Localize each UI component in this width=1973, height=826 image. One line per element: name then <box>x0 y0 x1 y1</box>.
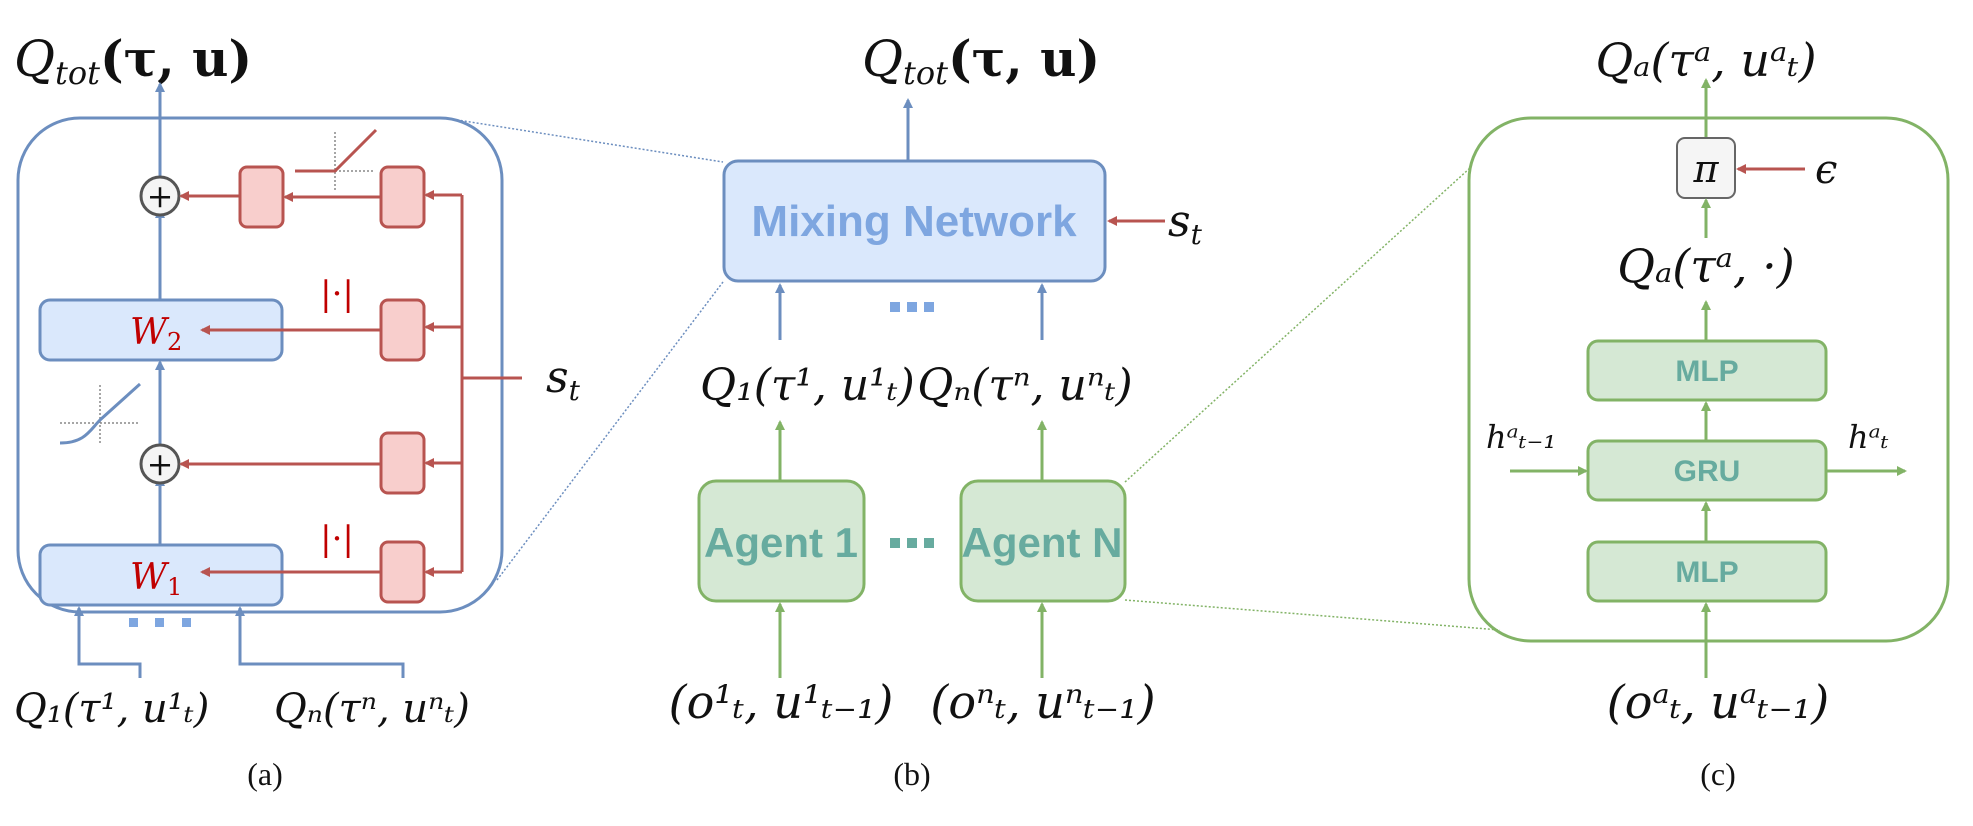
gru-label: GRU <box>1674 455 1741 488</box>
panel-b-top-ellipsis <box>890 302 934 312</box>
svg-text:st: st <box>546 352 581 407</box>
svg-text:Qtot(τ, u): Qtot(τ, u) <box>862 29 1100 92</box>
hypernet-w2 <box>379 298 426 362</box>
panel-b-output-sub: tot <box>903 54 948 92</box>
mlp-bottom-label: MLP <box>1675 556 1738 589</box>
connector-c-bottom <box>1124 599 1501 631</box>
panel-a-frame <box>16 116 504 614</box>
plus-symbol: + <box>147 445 174 483</box>
panel-a-output-sub: tot <box>55 54 100 92</box>
mlp-bottom-box: MLP <box>1586 540 1828 603</box>
panel-a-state: s <box>546 352 569 403</box>
w1-sub: 1 <box>167 573 182 601</box>
abs-label-w2: |·| <box>320 274 354 314</box>
panel-b-q1: Q₁(τ¹, u¹ₜ) <box>700 360 915 411</box>
plus-node-bottom: + <box>139 443 181 485</box>
mixing-network-box: Mixing Network <box>722 159 1107 283</box>
relu-activation-icon <box>295 128 378 191</box>
epsilon-label: ϵ <box>1815 147 1837 193</box>
panel-a-input-n: Qₙ(τⁿ, uⁿₜ) <box>274 686 470 732</box>
svg-text:W1: W1 <box>130 557 182 601</box>
svg-text:W2: W2 <box>130 312 182 356</box>
agent-n-box: Agent N <box>959 479 1127 603</box>
state-arrows <box>179 190 522 577</box>
connector-c-top <box>1124 167 1471 483</box>
caption-c: (c) <box>1700 756 1736 792</box>
panel-c-agent-detail: Qₐ(τᵃ, uᵃₜ) π ϵ Qₐ(τᵃ, ·) MLP GRU MLP hᵃ… <box>1467 33 1950 792</box>
agent-n-label: Agent N <box>962 519 1123 566</box>
panel-c-input: (oᵃₜ, uᵃₜ₋₁) <box>1607 675 1829 729</box>
plus-symbol: + <box>147 177 174 215</box>
hypernet-bias2-layer1 <box>238 165 285 229</box>
panel-b-input-1: (o¹ₜ, u¹ₜ₋₁) <box>669 675 894 729</box>
policy-box: π <box>1676 137 1736 199</box>
agent-1-label: Agent 1 <box>704 519 858 566</box>
svg-text:Qtot(τ, u): Qtot(τ, u) <box>14 29 252 92</box>
panel-b-qmix-overview: Qtot(τ, u) Mixing Network st Q₁(τ¹, u¹ₜ)… <box>669 29 1203 792</box>
plus-node-top: + <box>139 175 181 217</box>
panel-c-frame <box>1467 116 1950 643</box>
caption-b: (b) <box>893 756 930 792</box>
w1-box: W1 <box>38 543 284 607</box>
hypernet-bias2-layer2 <box>379 165 426 229</box>
connector-a-top <box>444 117 724 163</box>
panel-a-output-args: (τ, u) <box>100 29 252 88</box>
panel-b-input-n: (oⁿₜ, uⁿₜ₋₁) <box>930 675 1155 729</box>
svg-text:st: st <box>1168 196 1203 251</box>
hypernet-w1 <box>379 540 426 604</box>
agent-1-box: Agent 1 <box>697 479 866 603</box>
panel-b-state-sub: t <box>1191 218 1203 251</box>
panel-a-ellipsis <box>129 618 191 627</box>
mlp-top-label: MLP <box>1675 355 1738 388</box>
gru-box: GRU <box>1586 439 1828 502</box>
w1-label: W <box>130 557 170 598</box>
connector-a-bottom <box>496 281 724 581</box>
w2-box: W2 <box>38 298 284 362</box>
panel-b-agent-ellipsis <box>890 538 934 548</box>
policy-label: π <box>1693 147 1720 191</box>
caption-a: (a) <box>247 756 283 792</box>
zoom-connectors <box>444 117 1501 631</box>
panel-c-q-all: Qₐ(τᵃ, ·) <box>1617 239 1794 293</box>
w2-sub: 2 <box>167 328 182 356</box>
mlp-top-box: MLP <box>1586 339 1828 402</box>
w2-label: W <box>130 312 170 353</box>
mixing-network-label: Mixing Network <box>751 197 1077 246</box>
abs-label-w1: |·| <box>320 519 354 559</box>
hypernet-bias1 <box>379 431 426 495</box>
panel-b-state: s <box>1168 196 1191 247</box>
panel-a-state-sub: t <box>569 374 581 407</box>
input-1-arrow <box>74 606 142 678</box>
panel-a-mixing-detail: Qtot(τ, u) + + W2 W1 <box>14 29 581 792</box>
elu-activation-icon <box>59 382 142 445</box>
panel-a-output-q: Q <box>14 30 55 88</box>
hidden-out-label: hᵃₜ <box>1848 418 1889 456</box>
panel-a-input-1: Q₁(τ¹, u¹ₜ) <box>14 686 209 732</box>
input-n-arrow <box>235 606 405 678</box>
hidden-in-label: hᵃₜ₋₁ <box>1486 418 1556 456</box>
panel-b-output-q: Q <box>862 30 903 88</box>
panel-b-output-args: (τ, u) <box>948 29 1100 88</box>
panel-b-qn: Qₙ(τⁿ, uⁿₜ) <box>917 360 1132 411</box>
panel-c-output: Qₐ(τᵃ, uᵃₜ) <box>1595 33 1816 87</box>
